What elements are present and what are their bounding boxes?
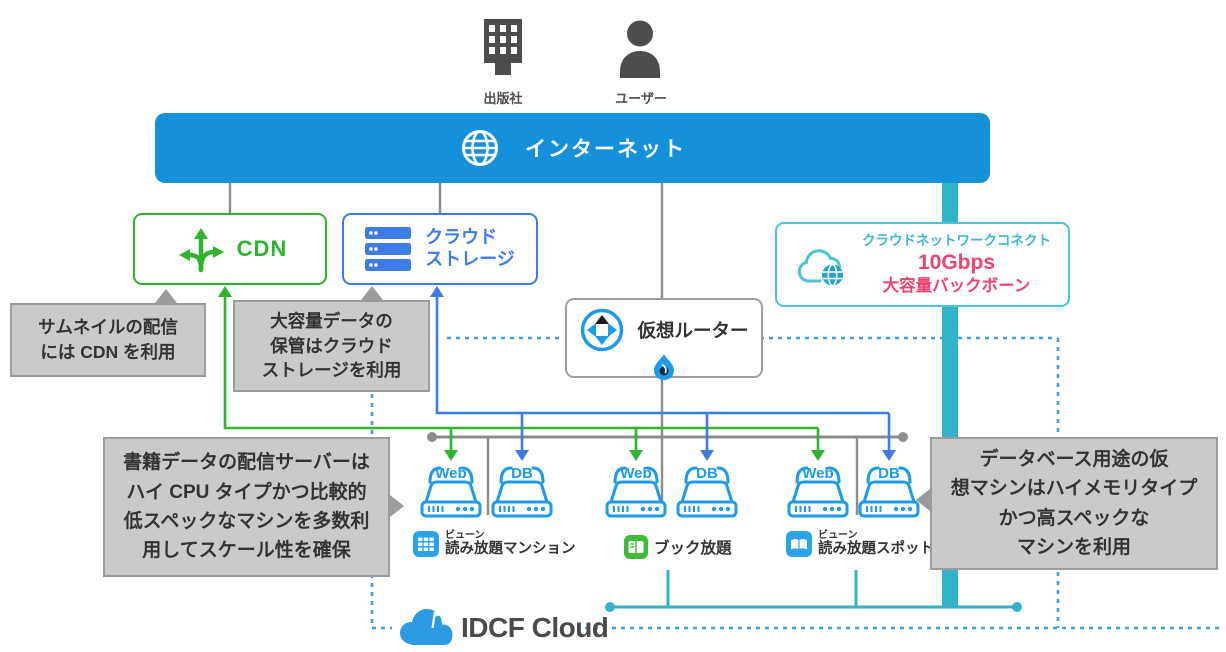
network-connect-node: クラウドネットワークコネクト 10Gbps 大容量バックボーン [775, 222, 1070, 307]
cdn-node: CDN [133, 213, 327, 285]
cdn-label: CDN [236, 236, 288, 261]
connect-speed: 10Gbps [917, 250, 996, 274]
callout-pointer [390, 495, 404, 517]
service-name: 読み放題マンション [445, 540, 576, 557]
service-brand: ビューン [818, 530, 858, 541]
cloud-globe-icon [794, 242, 852, 288]
idcf-cloud-logo-icon [394, 602, 458, 648]
service-book-houdai: ブック放題 [624, 535, 732, 559]
user-icon [617, 20, 663, 78]
svg-text:DB: DB [696, 465, 718, 482]
svg-text:DB: DB [878, 465, 900, 482]
publisher-building-icon [481, 18, 525, 78]
globe-icon [459, 127, 501, 169]
db-server-icon: DB [674, 462, 740, 520]
router-arrows-icon [579, 307, 625, 353]
web-server-icon: Web [418, 462, 484, 520]
service-yomihodai-mansion: ビューン 読み放題マンション [413, 530, 576, 557]
callout-pointer [916, 489, 930, 511]
cdn-note-callout: サムネイルの配信 には CDN を利用 [10, 289, 206, 377]
storage-stack-icon [365, 227, 412, 271]
connect-title: クラウドネットワークコネクト [862, 232, 1051, 248]
idcf-cloud-brand-text: IDCF Cloud [461, 612, 609, 643]
router-label: 仮想ルーター [637, 320, 749, 341]
service-yomihodai-spot: ビューン 読み放題スポット [786, 530, 934, 557]
service-name: 読み放題スポット [818, 540, 934, 557]
book-app-icon [624, 535, 648, 559]
cloud-storage-node: クラウドストレージ [342, 213, 538, 285]
service-brand: ビューン [445, 530, 485, 541]
viewn-app-icon [413, 531, 439, 557]
user-label: ユーザー [615, 91, 667, 106]
viewn-spot-app-icon [786, 531, 812, 557]
virtual-router-node: 仮想ルーター [565, 298, 763, 380]
web-server-icon: Web [603, 462, 669, 520]
web-server-icon: Web [785, 462, 851, 520]
svg-text:DB: DB [511, 465, 533, 482]
db-servers-note-callout: データベース用途の仮 想マシンはハイメモリタイプ かつ高スペックな マシンを利用 [916, 437, 1218, 570]
db-server-icon: DB [856, 462, 922, 520]
svg-text:Web: Web [435, 465, 466, 482]
internet-bar: インターネット [155, 113, 990, 183]
db-server-icon: DB [489, 462, 555, 520]
publisher-label: 出版社 [483, 91, 523, 106]
internet-label: インターネット [525, 138, 686, 161]
flame-icon [653, 354, 675, 380]
storage-note-callout: 大容量データの 保管はクラウド ストレージを利用 [233, 286, 430, 392]
service-name: ブック放題 [654, 540, 732, 557]
web-servers-note-callout: 書籍データの配信サーバーは ハイ CPU タイプかつ比較的 低スペックなマシンを… [103, 437, 404, 577]
cdn-split-arrows-icon [173, 225, 229, 273]
callout-pointer [361, 286, 383, 300]
connect-subtitle: 大容量バックボーン [882, 276, 1031, 295]
svg-text:Web: Web [620, 465, 651, 482]
svg-text:Web: Web [802, 465, 833, 482]
storage-label: クラウドストレージ [425, 227, 515, 269]
callout-pointer [155, 289, 177, 303]
